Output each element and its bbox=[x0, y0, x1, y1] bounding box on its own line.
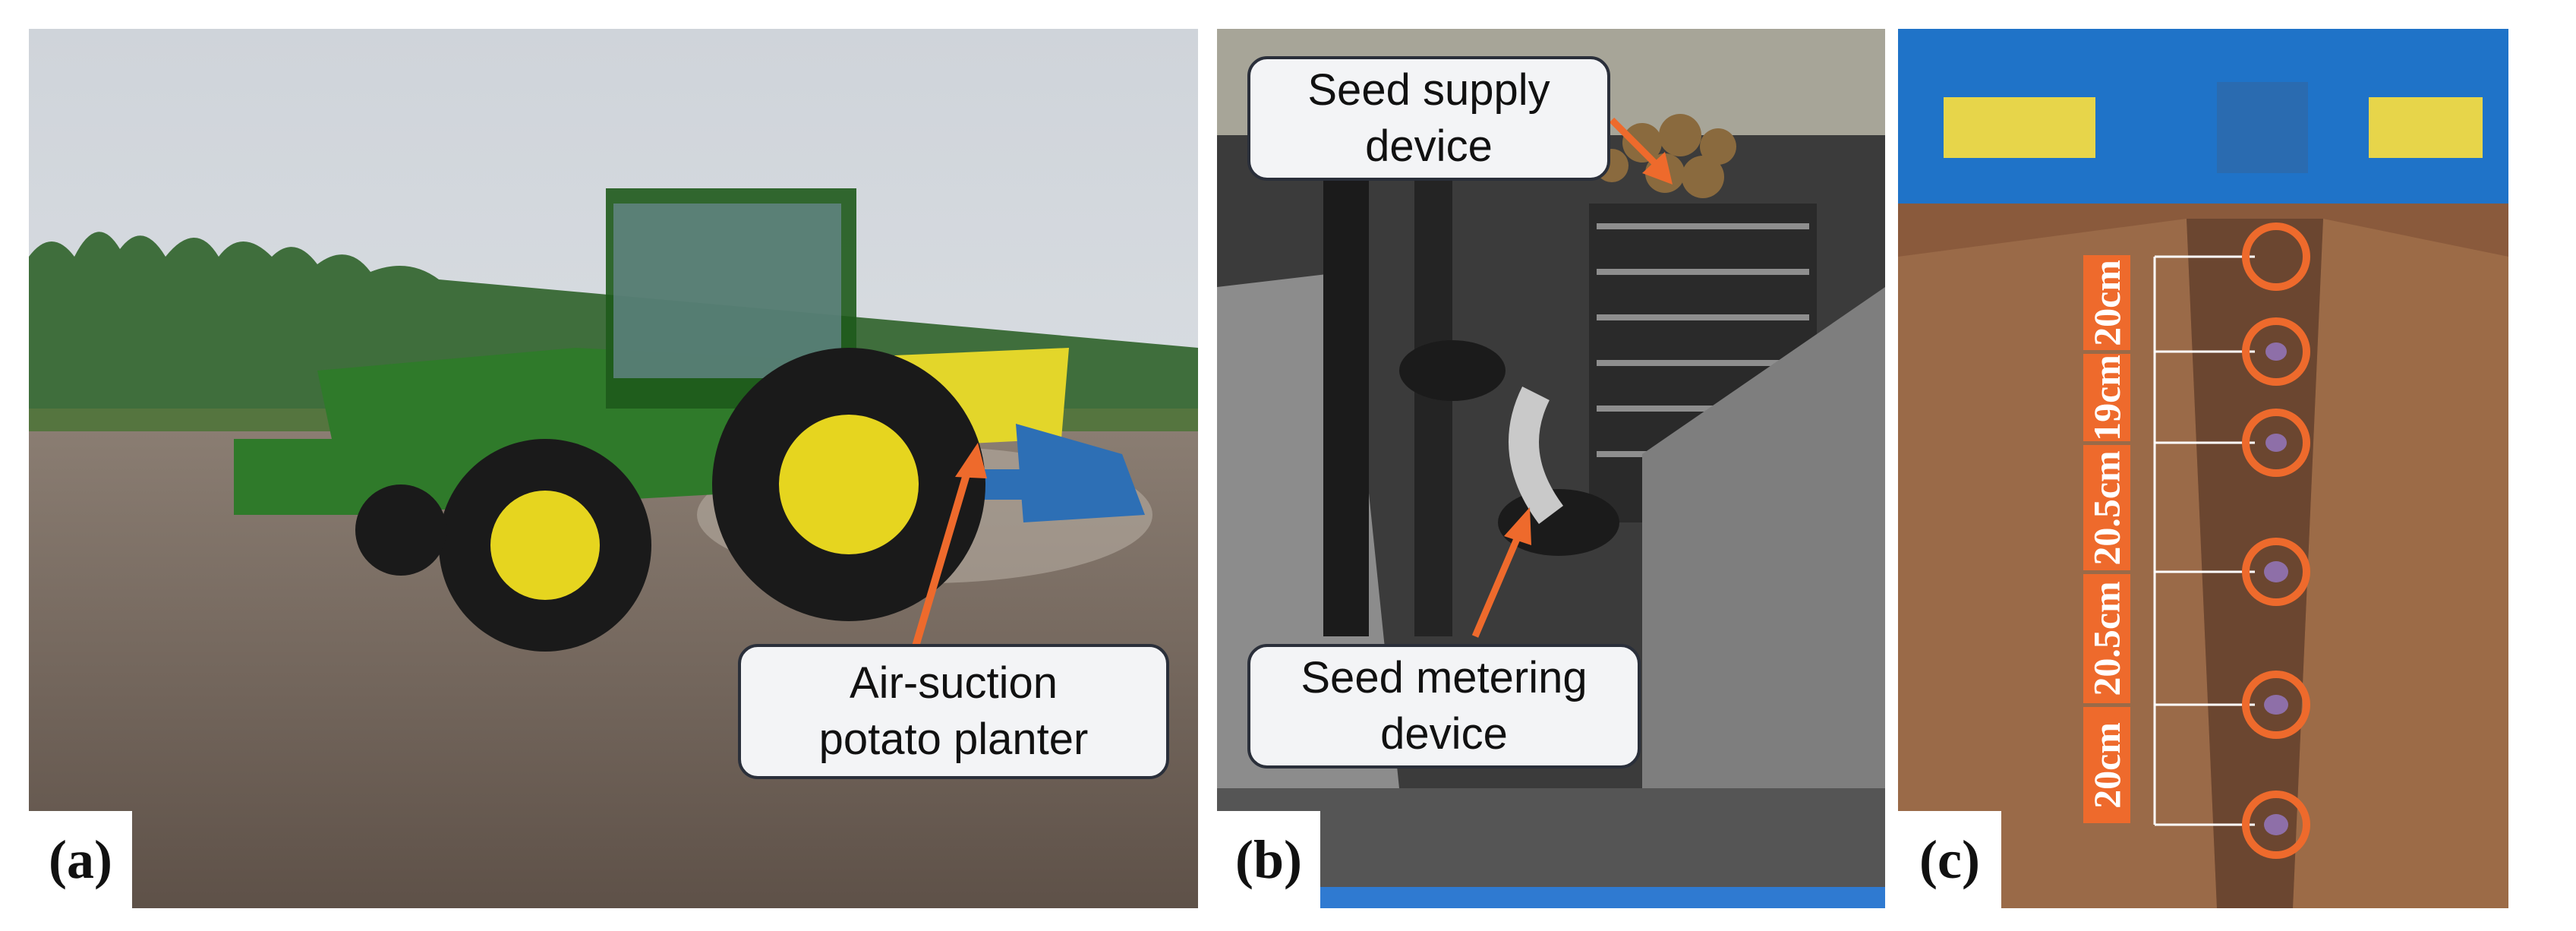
panel-c-furrow-photo: 20cm 19cm 20.5cm 20.5cm 20cm (c) bbox=[1898, 29, 2508, 908]
callout-line: Seed metering bbox=[1301, 653, 1588, 702]
callout-line: Air-suction bbox=[850, 658, 1058, 708]
callout-line: Seed supply bbox=[1307, 65, 1550, 115]
spacing-label: 20cm bbox=[2083, 707, 2130, 823]
panel-label-b: (b) bbox=[1217, 811, 1320, 908]
seed-furrow-scene bbox=[1898, 29, 2508, 908]
callout-line: device bbox=[1365, 122, 1493, 171]
spacing-label: 20.5cm bbox=[2083, 445, 2130, 570]
panel-a-tractor-photo: Air-suction potato planter (a) bbox=[29, 29, 1198, 908]
spacing-value: 20cm bbox=[2086, 259, 2128, 346]
spacing-label: 20cm bbox=[2083, 255, 2130, 350]
spacing-label: 20.5cm bbox=[2083, 574, 2130, 703]
callout-line: device bbox=[1380, 709, 1508, 759]
spacing-value: 20cm bbox=[2086, 721, 2128, 809]
callout-line: potato planter bbox=[818, 715, 1089, 764]
spacing-value: 19cm bbox=[2086, 354, 2128, 441]
air-suction-planter-callout: Air-suction potato planter bbox=[738, 644, 1169, 779]
spacing-value: 20.5cm bbox=[2086, 581, 2128, 696]
seed-supply-callout: Seed supply device bbox=[1247, 56, 1610, 181]
panel-label-c: (c) bbox=[1898, 811, 2001, 908]
spacing-value: 20.5cm bbox=[2086, 450, 2128, 566]
panel-b-mechanism-photo: Seed supply device Seed metering device … bbox=[1217, 29, 1885, 908]
seed-metering-callout: Seed metering device bbox=[1247, 644, 1641, 768]
spacing-label: 19cm bbox=[2083, 354, 2130, 441]
panel-label-a: (a) bbox=[29, 811, 132, 908]
